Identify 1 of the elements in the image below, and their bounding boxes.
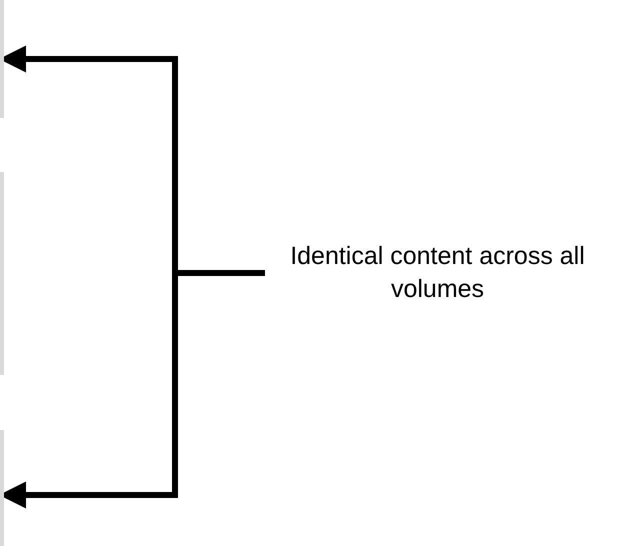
- caption-text: Identical content across all volumes: [289, 241, 586, 304]
